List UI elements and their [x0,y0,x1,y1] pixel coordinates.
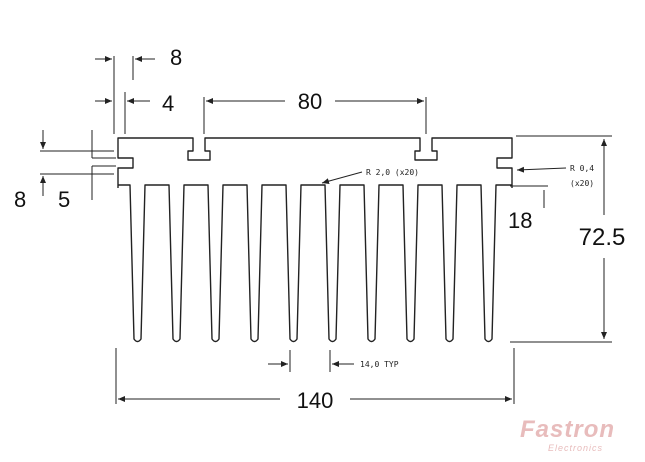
label-fin-depth: 18 [508,208,532,233]
note-corner-radius-qty: (x20) [570,179,594,188]
dim-width-total [115,348,515,404]
leader-fin-radius [321,171,363,185]
label-side-right: 5 [58,187,70,212]
dim-fin-depth [510,185,548,208]
watermark-brand: Fastron [520,416,615,443]
note-corner-radius: R 0,4 [570,164,594,173]
heatsink-fins [117,184,513,343]
leader-corner-radius [516,166,567,173]
label-slot-upper: 8 [170,45,182,70]
note-fin-radius: R 2,0 (x20) [366,168,419,177]
label-width-total: 140 [297,388,334,413]
note-fin-pitch: 14,0 TYP [360,360,399,369]
label-groove-spacing: 80 [298,89,322,114]
fin-profile [118,184,512,343]
watermark-tagline: Electronics [548,443,603,453]
dim-fin-pitch [268,350,354,372]
dim-groove-spacing [203,97,427,134]
dim-height-total [510,135,612,343]
dim-slot-upper [95,56,155,134]
dim-slot-lower [95,92,150,134]
label-height-total: 72.5 [579,224,626,251]
heatsink-base-outline [117,137,513,185]
label-side-left: 8 [14,187,26,212]
label-slot-lower: 4 [162,91,174,116]
dim-side-left [40,130,116,200]
